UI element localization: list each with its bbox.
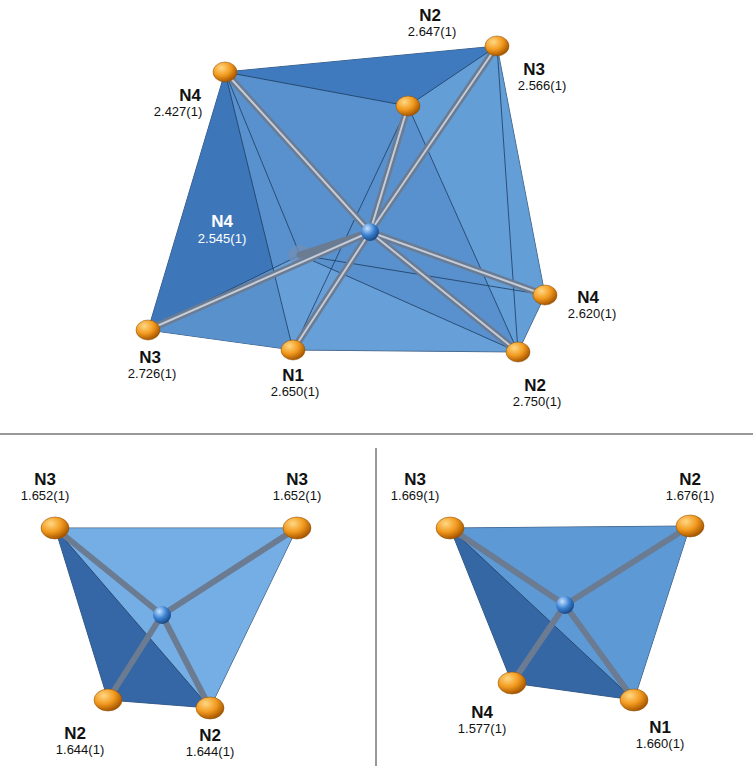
tetrahedron bbox=[436, 515, 704, 711]
bond-highlight bbox=[148, 232, 370, 330]
distance-label: 1.644(1) bbox=[184, 745, 236, 760]
polyhedron-edge bbox=[408, 106, 518, 352]
distance-label: 2.750(1) bbox=[511, 395, 563, 410]
bond bbox=[565, 526, 690, 605]
atom-sphere bbox=[436, 517, 464, 539]
atom-sphere bbox=[620, 689, 648, 711]
atom-label: N3 bbox=[284, 470, 310, 490]
atom-sphere bbox=[196, 697, 224, 719]
bond-highlight bbox=[370, 46, 497, 232]
distance-label: 2.650(1) bbox=[269, 385, 321, 400]
distance-label: 1.676(1) bbox=[664, 489, 716, 504]
distance-label: 1.652(1) bbox=[271, 489, 323, 504]
atom-label: N3 bbox=[402, 470, 428, 490]
polyhedron-edge bbox=[408, 46, 497, 106]
atom-label: N3 bbox=[137, 348, 163, 368]
tetrahedron-edge bbox=[55, 528, 210, 708]
tetrahedron-hull bbox=[55, 528, 297, 708]
bond bbox=[162, 528, 297, 615]
atom-label: N4 bbox=[469, 703, 495, 723]
bond bbox=[370, 46, 497, 232]
central-atom bbox=[556, 596, 574, 614]
tetrahedron-edge bbox=[450, 528, 634, 700]
separator-line bbox=[376, 448, 377, 766]
polyhedron-edge bbox=[293, 106, 408, 350]
bond bbox=[225, 72, 370, 232]
distance-label: 2.545(1) bbox=[198, 232, 246, 247]
distance-label: 2.566(1) bbox=[516, 79, 568, 94]
distance-label: 2.726(1) bbox=[126, 367, 178, 382]
distance-label: 1.652(1) bbox=[19, 489, 71, 504]
atom-label: N1 bbox=[647, 718, 673, 738]
central-atom bbox=[153, 606, 171, 624]
atom-sphere bbox=[396, 96, 420, 116]
atom-sphere bbox=[283, 517, 311, 539]
bond bbox=[450, 528, 565, 605]
bonds bbox=[148, 46, 545, 352]
bond bbox=[162, 615, 210, 708]
tetrahedron bbox=[41, 517, 311, 719]
distance-label: 1.660(1) bbox=[634, 737, 686, 752]
bond bbox=[370, 232, 545, 295]
bond bbox=[565, 605, 634, 700]
atom-sphere bbox=[506, 342, 530, 362]
distance-label: 2.620(1) bbox=[566, 307, 618, 322]
distance-label: 2.647(1) bbox=[406, 25, 458, 40]
bond-highlight bbox=[225, 72, 370, 232]
atom-label: N3 bbox=[521, 60, 547, 80]
polyhedron-edge bbox=[225, 72, 300, 255]
atom-sphere bbox=[498, 672, 526, 694]
atom-label: N1 bbox=[280, 366, 306, 386]
atom-sphere bbox=[94, 689, 122, 711]
bond bbox=[370, 106, 408, 232]
bond-highlight bbox=[370, 106, 408, 232]
coordination-polyhedron bbox=[136, 36, 557, 362]
distance-label: 1.669(1) bbox=[389, 489, 441, 504]
distance-label: 2.427(1) bbox=[152, 105, 204, 120]
bond bbox=[148, 232, 370, 330]
polyhedron-edge bbox=[300, 255, 518, 352]
tetrahedron-face bbox=[55, 528, 297, 708]
bond-highlight bbox=[370, 232, 518, 352]
atom-sphere bbox=[213, 62, 237, 82]
separator-line bbox=[0, 434, 753, 435]
tetrahedron-hull bbox=[450, 526, 690, 700]
atom-label: N2 bbox=[677, 470, 703, 490]
distance-label: 1.577(1) bbox=[456, 722, 508, 737]
bond-highlight bbox=[370, 232, 545, 295]
tetrahedron-face bbox=[450, 526, 690, 700]
atom-sphere bbox=[41, 517, 69, 539]
central-atom bbox=[361, 223, 379, 241]
atom-label: N4 bbox=[177, 86, 203, 106]
bond bbox=[512, 605, 565, 683]
atom-label: N2 bbox=[522, 376, 548, 396]
atom-sphere bbox=[281, 340, 305, 360]
atom-sphere bbox=[533, 285, 557, 305]
atom-label: N4 bbox=[575, 288, 601, 308]
bond bbox=[370, 232, 518, 352]
polyhedron-hull bbox=[148, 46, 545, 352]
distance-label: 1.644(1) bbox=[54, 743, 106, 758]
atom-label: N2 bbox=[197, 726, 223, 746]
atom-label: N3 bbox=[32, 470, 58, 490]
bond bbox=[108, 615, 162, 700]
atom-sphere bbox=[136, 320, 160, 340]
bond bbox=[55, 528, 162, 615]
atom-label: N2 bbox=[62, 724, 88, 744]
polyhedron-edges bbox=[148, 46, 545, 352]
atom-sphere bbox=[676, 515, 704, 537]
atom-sphere bbox=[485, 36, 509, 56]
atom-label: N2 bbox=[417, 6, 443, 26]
atom-label: N4 bbox=[211, 212, 233, 232]
